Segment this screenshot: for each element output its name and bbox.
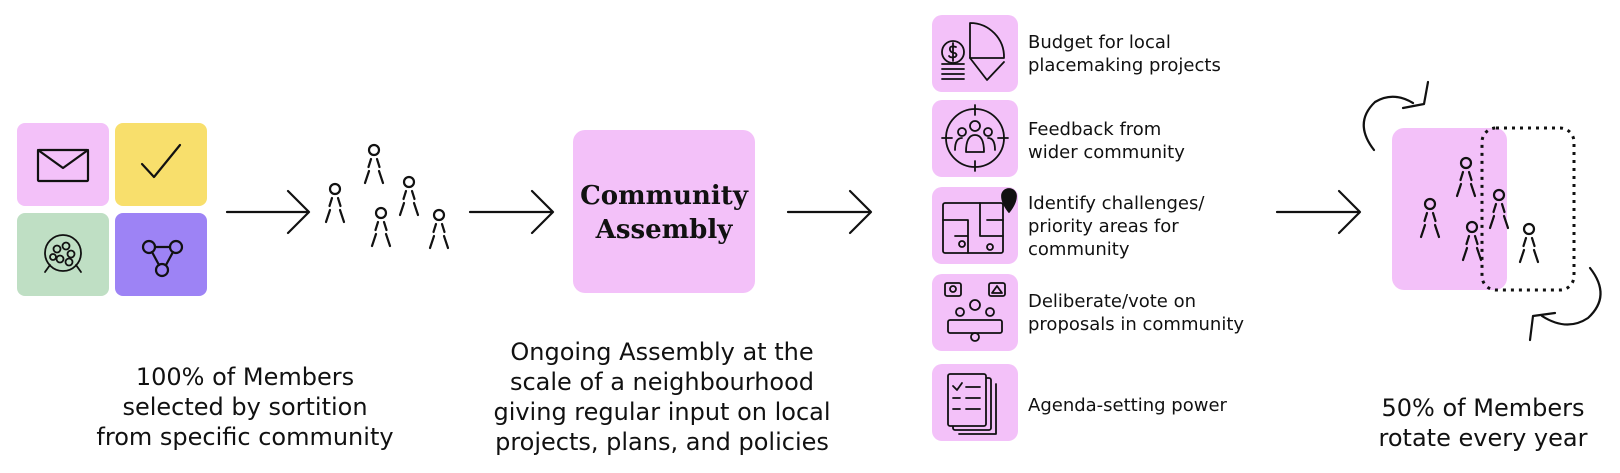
selection-caption-line3: from specific community: [96, 423, 393, 451]
activity-icon-tile: [932, 187, 1018, 264]
map-pin-icon: [942, 188, 1017, 254]
rotation-dotted-outline: [1480, 126, 1576, 292]
activity-label-4-line1: Deliberate/vote on: [1028, 291, 1196, 312]
rotate-arrow-top-icon: [1362, 80, 1430, 152]
envelope-tile: [17, 123, 109, 206]
lottery-ball-icon: [44, 234, 82, 273]
assembly-caption-line3: giving regular input on local: [493, 398, 830, 426]
rotation-caption-line2: rotate every year: [1379, 424, 1588, 452]
person-icon: [428, 208, 450, 250]
assembly-title-line1: Community: [580, 181, 749, 211]
deliberation-icon: [944, 282, 1006, 342]
activities-list: Budget for local placemaking projects Fe…: [932, 15, 1244, 441]
assembly-caption-line2: scale of a neighbourhood: [510, 368, 814, 396]
network-tile: [115, 213, 207, 296]
selection-caption-line2: selected by sortition: [122, 393, 367, 421]
assembly-title-line2: Assembly: [595, 215, 734, 245]
arrow-4: [1275, 189, 1362, 235]
feedback-loop-icon: [941, 104, 1009, 172]
assembly-caption-line4: projects, plans, and policies: [495, 428, 829, 456]
community-assembly-box: [573, 130, 755, 293]
person-icon: [1518, 222, 1540, 264]
arrow-3: [786, 189, 873, 235]
person-icon: [398, 175, 420, 217]
checkmark-tile: [115, 123, 207, 206]
activity-label-2-line2: wider community: [1028, 142, 1185, 163]
agenda-document-icon: [947, 373, 997, 435]
activity-label-4-line2: proposals in community: [1028, 314, 1244, 335]
selection-caption: 100% of Members selected by sortition fr…: [96, 363, 393, 451]
rotation-caption: 50% of Members rotate every year: [1379, 394, 1588, 452]
activity-label-5-line1: Agenda-setting power: [1028, 395, 1228, 416]
arrow-2: [468, 189, 555, 235]
activity-label-3-line1: Identify challenges/: [1028, 193, 1205, 214]
rotation-block: [1362, 80, 1602, 342]
activity-label-3-line2: priority areas for: [1028, 216, 1179, 237]
arrow-1: [225, 189, 311, 235]
activity-label-1-line1: Budget for local: [1028, 32, 1171, 53]
activity-label-3-line3: community: [1028, 239, 1130, 260]
checkmark-icon: [140, 143, 182, 179]
selected-members-group: [324, 143, 450, 250]
activity-label-2-line1: Feedback from: [1028, 119, 1161, 140]
network-icon: [141, 239, 184, 278]
person-icon: [370, 206, 392, 248]
envelope-icon: [36, 148, 90, 183]
person-icon: [363, 143, 385, 185]
rotation-caption-line1: 50% of Members: [1382, 394, 1585, 422]
budget-icon: [941, 22, 1005, 81]
activity-icon-tile: [932, 15, 1018, 92]
selection-grid: [17, 123, 207, 296]
activity-label-1-line2: placemaking projects: [1028, 55, 1221, 76]
selection-caption-line1: 100% of Members: [136, 363, 354, 391]
assembly-caption: Ongoing Assembly at the scale of a neigh…: [493, 338, 830, 456]
person-icon: [324, 182, 346, 224]
lottery-tile: [17, 213, 109, 296]
rotate-arrow-bottom-icon: [1528, 266, 1602, 342]
assembly-caption-line1: Ongoing Assembly at the: [510, 338, 813, 366]
rotation-box: [1392, 128, 1507, 290]
